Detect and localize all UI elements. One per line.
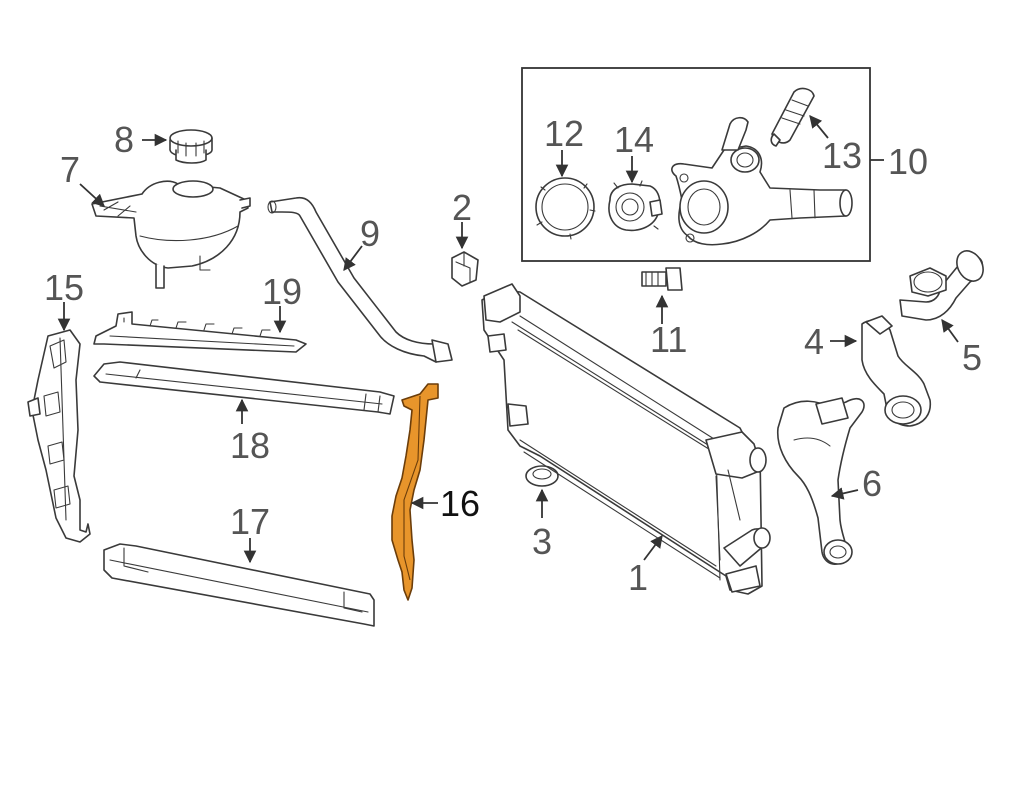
part-16-radiator-side-bracket[interactable] bbox=[391, 383, 439, 601]
part-3-grommet[interactable] bbox=[525, 465, 559, 487]
leader-13 bbox=[809, 115, 829, 139]
part-13-temperature-sensor[interactable] bbox=[770, 87, 815, 147]
part-18-upper-air-seal[interactable] bbox=[93, 361, 395, 415]
leader-9 bbox=[343, 245, 363, 272]
callout-6: 6 bbox=[862, 463, 882, 504]
part-7-coolant-reservoir[interactable] bbox=[91, 180, 251, 289]
part-17-lower-air-deflector[interactable] bbox=[103, 543, 375, 627]
callout-9: 9 bbox=[360, 213, 380, 254]
part-15-side-bracket[interactable] bbox=[27, 329, 91, 543]
callout-12: 12 bbox=[544, 113, 584, 154]
callout-16: 16 bbox=[440, 483, 480, 524]
leader-5 bbox=[941, 318, 959, 343]
part-12-seal-ring[interactable] bbox=[535, 177, 596, 240]
callout-17: 17 bbox=[230, 501, 270, 542]
part-9-overflow-hose[interactable] bbox=[267, 196, 453, 363]
callout-10: 10 bbox=[888, 141, 928, 182]
callout-5: 5 bbox=[962, 337, 982, 378]
callout-13: 13 bbox=[822, 135, 862, 176]
callout-1: 1 bbox=[628, 557, 648, 598]
callout-8: 8 bbox=[114, 119, 134, 160]
callout-15: 15 bbox=[44, 267, 84, 308]
part-2-clip[interactable] bbox=[451, 251, 479, 287]
part-10-thermostat-housing[interactable] bbox=[671, 116, 853, 246]
callout-4: 4 bbox=[804, 321, 824, 362]
part-11-bolt[interactable] bbox=[641, 267, 683, 291]
part-5-upper-hose[interactable] bbox=[899, 246, 988, 321]
callout-11: 11 bbox=[650, 319, 687, 360]
callout-14: 14 bbox=[614, 119, 654, 160]
callout-2: 2 bbox=[452, 187, 472, 228]
callout-7: 7 bbox=[60, 149, 80, 190]
callout-18: 18 bbox=[230, 425, 270, 466]
callout-3: 3 bbox=[532, 521, 552, 562]
callout-labels: 8 7 9 2 12 14 13 10 11 4 5 6 1 3 15 19 1… bbox=[44, 113, 982, 598]
part-1-radiator[interactable] bbox=[481, 283, 771, 595]
leader-lines bbox=[57, 115, 959, 564]
leader-1 bbox=[643, 534, 663, 561]
leader-6 bbox=[830, 487, 859, 500]
part-4-coolant-hose[interactable] bbox=[861, 315, 932, 427]
leader-7 bbox=[79, 183, 105, 207]
inset-box-thermostat-assembly bbox=[521, 67, 871, 262]
part-6-lower-hose[interactable] bbox=[776, 397, 865, 565]
part-8-reservoir-cap[interactable] bbox=[169, 129, 213, 164]
part-19-upper-seal[interactable] bbox=[93, 311, 307, 353]
callout-19: 19 bbox=[262, 271, 302, 312]
part-14-thermostat[interactable] bbox=[608, 180, 663, 232]
